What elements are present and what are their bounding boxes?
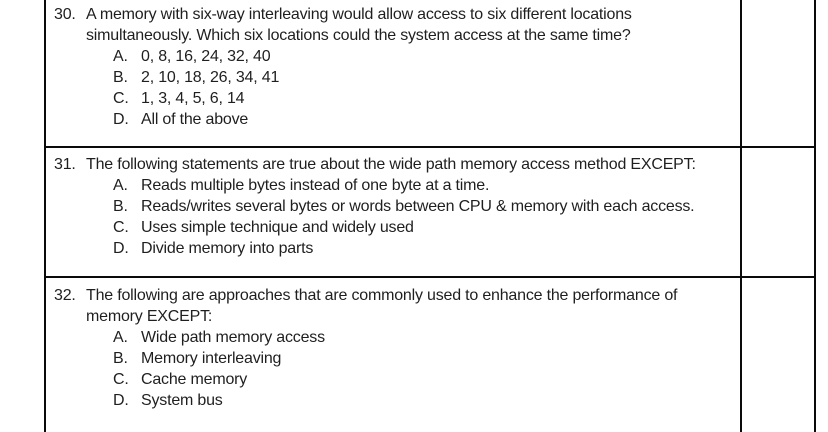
option-b: B. Memory interleaving xyxy=(113,348,732,369)
option-text: Memory interleaving xyxy=(141,350,282,367)
option-letter: A. xyxy=(113,177,128,194)
option-letter: B. xyxy=(113,350,128,367)
option-text: Reads multiple bytes instead of one byte… xyxy=(141,177,490,194)
option-c: C. Cache memory xyxy=(113,369,732,390)
question-text-line: The following statements are true about … xyxy=(86,156,696,173)
option-letter: C. xyxy=(113,90,129,107)
option-a: A. Reads multiple bytes instead of one b… xyxy=(113,175,732,196)
question-text: The following are approaches that are co… xyxy=(86,285,732,327)
option-d: D. Divide memory into parts xyxy=(113,238,732,259)
question-number: 32. xyxy=(54,287,76,304)
option-text: All of the above xyxy=(141,111,249,128)
question-stem: 31. The following statements are true ab… xyxy=(54,154,732,175)
option-letter: C. xyxy=(113,371,129,388)
option-text: Divide memory into parts xyxy=(141,240,314,257)
question-text-line: simultaneously. Which six locations coul… xyxy=(86,27,631,44)
option-letter: A. xyxy=(113,48,128,65)
question-text: A memory with six-way interleaving would… xyxy=(86,4,732,46)
option-b: B. Reads/writes several bytes or words b… xyxy=(113,196,732,217)
option-d: D. System bus xyxy=(113,390,732,411)
option-letter: A. xyxy=(113,329,128,346)
option-text: 2, 10, 18, 26, 34, 41 xyxy=(141,69,280,86)
option-text: System bus xyxy=(141,392,223,409)
option-letter: D. xyxy=(113,111,129,128)
option-b: B. 2, 10, 18, 26, 34, 41 xyxy=(113,67,732,88)
marks-cell-30 xyxy=(740,0,814,146)
question-cell-30: 30. A memory with six-way interleaving w… xyxy=(46,0,740,146)
question-number: 30. xyxy=(54,6,76,23)
question-row-32: 32. The following are approaches that ar… xyxy=(46,278,814,432)
option-a: A. Wide path memory access xyxy=(113,327,732,348)
option-letter: C. xyxy=(113,219,129,236)
question-text-line: A memory with six-way interleaving would… xyxy=(86,6,632,23)
option-letter: B. xyxy=(113,69,128,86)
marks-cell-32 xyxy=(740,278,814,432)
option-text: Cache memory xyxy=(141,371,248,388)
question-cell-31: 31. The following statements are true ab… xyxy=(46,148,740,276)
option-text: Reads/writes several bytes or words betw… xyxy=(141,198,695,215)
option-d: D. All of the above xyxy=(113,109,732,130)
option-c: C. Uses simple technique and widely used xyxy=(113,217,732,238)
question-row-31: 31. The following statements are true ab… xyxy=(46,148,814,278)
question-cell-32: 32. The following are approaches that ar… xyxy=(46,278,740,432)
question-text-line: memory EXCEPT: xyxy=(86,308,213,325)
question-text: The following statements are true about … xyxy=(86,154,732,175)
option-text: Uses simple technique and widely used xyxy=(141,219,414,236)
marks-cell-31 xyxy=(740,148,814,276)
question-number: 31. xyxy=(54,156,76,173)
question-stem: 30. A memory with six-way interleaving w… xyxy=(54,4,732,46)
option-a: A. 0, 8, 16, 24, 32, 40 xyxy=(113,46,732,67)
option-text: Wide path memory access xyxy=(141,329,325,346)
option-text: 0, 8, 16, 24, 32, 40 xyxy=(141,48,271,65)
question-stem: 32. The following are approaches that ar… xyxy=(54,285,732,327)
option-letter: B. xyxy=(113,198,128,215)
option-text: 1, 3, 4, 5, 6, 14 xyxy=(141,90,245,107)
question-table: 30. A memory with six-way interleaving w… xyxy=(44,0,816,432)
option-letter: D. xyxy=(113,392,129,409)
option-letter: D. xyxy=(113,240,129,257)
option-c: C. 1, 3, 4, 5, 6, 14 xyxy=(113,88,732,109)
question-text-line: The following are approaches that are co… xyxy=(86,287,678,304)
question-row-30: 30. A memory with six-way interleaving w… xyxy=(46,0,814,148)
